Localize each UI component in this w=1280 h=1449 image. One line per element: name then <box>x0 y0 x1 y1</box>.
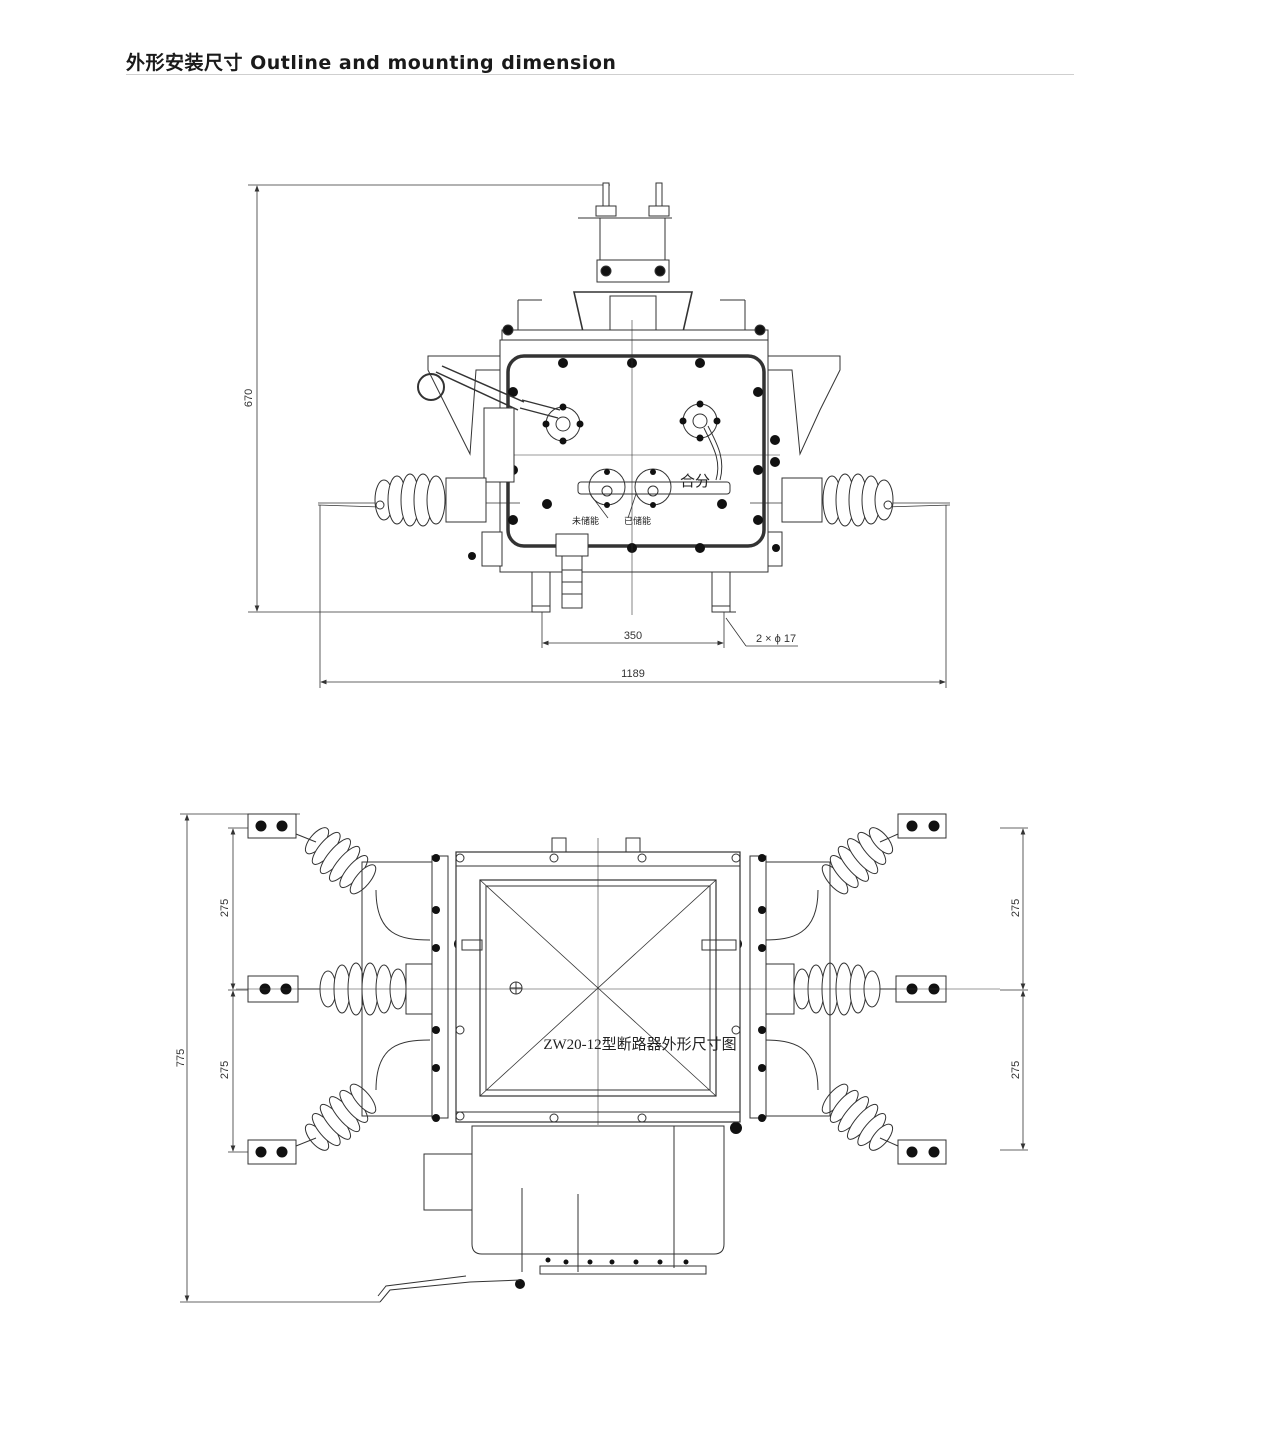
dim-base-350: 350 <box>624 630 642 642</box>
dim-height-670: 670 <box>243 389 255 407</box>
page-title: 外形安装尺寸 Outline and mounting dimension <box>126 52 617 74</box>
dim-width-1189: 1189 <box>621 668 645 680</box>
dim-right-upper-275: 275 <box>1010 899 1022 917</box>
front-view <box>248 182 951 688</box>
dim-left-upper-275: 275 <box>219 899 231 917</box>
label-charged: 已储能 <box>624 515 651 527</box>
dim-depth-775: 775 <box>175 1049 187 1067</box>
top-view <box>180 813 1028 1303</box>
dim-right-lower-275: 275 <box>1010 1061 1022 1079</box>
label-not-charged: 未储能 <box>572 515 599 527</box>
dim-left-lower-275: 275 <box>219 1061 231 1079</box>
page-header: 外形安装尺寸 Outline and mounting dimension <box>126 44 1074 75</box>
dim-holes: 2 × ϕ 17 <box>756 633 796 645</box>
label-close-open: 合分 <box>680 472 710 490</box>
figure-caption: ZW20-12型断路器外形尺寸图 <box>543 1037 737 1053</box>
